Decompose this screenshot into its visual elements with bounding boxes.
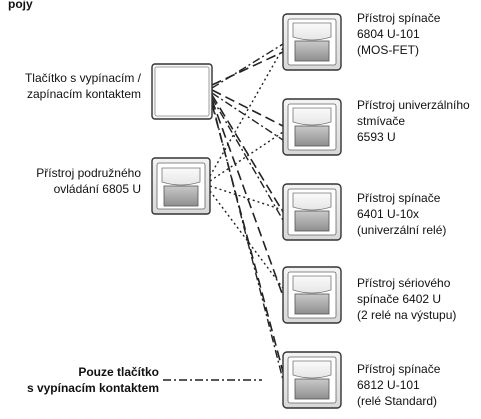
device-5-icon — [282, 351, 342, 409]
device-3-line-2: 6401 U-10x — [357, 207, 420, 221]
device-2-line-2: stmívače — [357, 114, 406, 128]
device-2-line-1: Přístroj univerzálního — [357, 98, 470, 112]
device-3-label: Přístroj spínače 6401 U-10x (univerzální… — [357, 190, 446, 238]
device-5-label: Přístroj spínače 6812 U-101 (relé Standa… — [357, 361, 440, 409]
device-4-line-1: Přístroj sériového — [357, 276, 451, 290]
wire-only-dev1 — [211, 43, 284, 89]
pushbutton-switch-icon — [151, 63, 213, 120]
wire-pb-dev3 — [211, 94, 284, 213]
device-5-line-3: (relé Standard) — [357, 394, 438, 408]
aux-control-device-icon — [151, 157, 211, 215]
only-button-label-line-2: s vypínacím kontaktem — [26, 381, 159, 395]
device-2-line-3: 6593 U — [357, 130, 396, 144]
device-3-line-1: Přístroj spínače — [357, 191, 441, 205]
device-4-line-3: (2 relé na výstupu) — [357, 308, 457, 322]
device-1-line-1: Přístroj spínače — [357, 11, 441, 25]
heading-fragment: pojy — [8, 0, 33, 11]
device-2-icon — [282, 98, 342, 156]
aux-device-label: Přístroj podružného ovládání 6805 U — [36, 165, 141, 197]
only-button-label-line-1: Pouze tlačítko — [78, 365, 159, 379]
aux-device-label-line-1: Přístroj podružného — [36, 166, 141, 180]
pushbutton-label-line-1: Tlačítko s vypínacím / — [24, 71, 141, 85]
pushbutton-label: Tlačítko s vypínacím / zapínacím kontakt… — [25, 70, 141, 102]
device-3-line-3: (univerzální relé) — [357, 223, 447, 237]
wire-only-dev2 — [211, 92, 284, 141]
wire-pb-dev1 — [211, 51, 284, 86]
device-1-icon — [282, 13, 342, 71]
wire-pb-dev4 — [211, 99, 284, 297]
device-5-line-2: 6812 U-101 — [357, 378, 420, 392]
wire-aux-dev4 — [209, 190, 284, 289]
device-4-icon — [282, 266, 342, 324]
wire-pb-dev2 — [211, 89, 284, 127]
aux-device-label-line-2: ovládání 6805 U — [53, 182, 141, 196]
aux-wires — [209, 47, 284, 289]
device-4-line-2: spínače 6402 U — [357, 292, 442, 306]
device-1-line-2: 6804 U-101 — [357, 27, 420, 41]
pushbutton-label-line-2: zapínacím kontaktem — [26, 87, 141, 101]
device-2-label: Přístroj univerzálního stmívače 6593 U — [357, 97, 470, 145]
device-1-line-3: (MOS-FET) — [357, 43, 419, 57]
device-4-label: Přístroj sériového spínače 6402 U (2 rel… — [357, 275, 456, 323]
wire-only-dev3 — [211, 97, 284, 221]
device-3-icon — [282, 183, 342, 241]
only-button-wires — [163, 43, 284, 381]
device-1-label: Přístroj spínače 6804 U-101 (MOS-FET) — [357, 10, 440, 58]
device-5-line-1: Přístroj spínače — [357, 362, 441, 376]
only-button-label: Pouze tlačítko s vypínacím kontaktem — [27, 364, 159, 396]
wire-aux-dev3 — [209, 185, 284, 211]
